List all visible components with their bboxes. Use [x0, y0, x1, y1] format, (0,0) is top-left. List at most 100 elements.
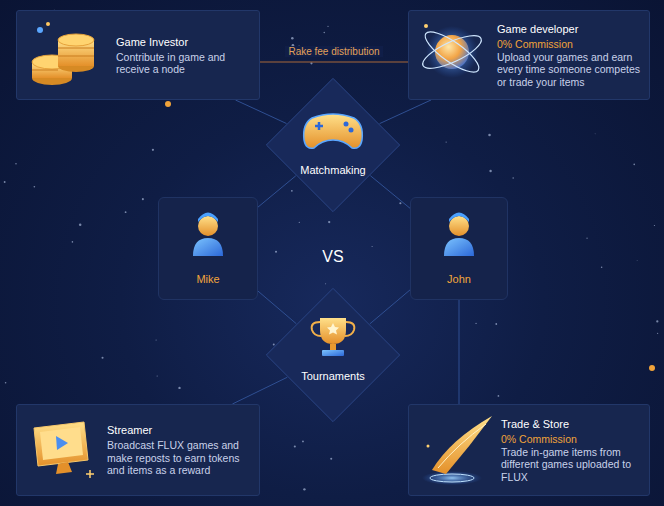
coin — [58, 60, 94, 72]
connector-line — [232, 377, 287, 404]
portal-ring — [430, 474, 474, 482]
connector-line — [260, 62, 408, 63]
streamer-card: StreamerBroadcast FLUX games and make re… — [16, 404, 260, 496]
orbit — [419, 29, 485, 74]
trophy-icon — [312, 318, 355, 356]
trophy-stem — [330, 344, 336, 350]
vs-label: VS — [322, 248, 343, 266]
cap-text: Matchmaking — [265, 163, 401, 177]
body-text: Broadcast FLUX games and make reposts to… — [107, 439, 251, 477]
tournaments-diamond: Tournaments — [265, 287, 401, 423]
monitor-screen — [34, 422, 88, 466]
star — [656, 320, 658, 322]
connector-line — [258, 291, 296, 324]
coin — [32, 55, 72, 69]
coin-stack — [32, 62, 72, 78]
button — [349, 128, 354, 133]
star — [446, 142, 447, 143]
portal — [422, 471, 482, 485]
body-text: Contribute in game and receive a node — [116, 51, 251, 76]
player-box: Mike — [158, 197, 258, 300]
trade-card: Trade & Store0% CommissionTrade in-game … — [408, 404, 650, 496]
star — [636, 259, 638, 261]
connector-line — [236, 100, 287, 124]
star — [633, 164, 635, 166]
coin — [58, 34, 94, 46]
dot — [165, 101, 171, 107]
star — [328, 221, 330, 223]
edge-label: Rake fee distribution — [285, 46, 382, 57]
star — [15, 163, 16, 164]
coin-stack — [58, 40, 94, 66]
dot — [649, 365, 655, 371]
sparkle — [86, 470, 94, 478]
text-column: StreamerBroadcast FLUX games and make re… — [107, 405, 251, 495]
head-text: Game Investor — [116, 35, 251, 49]
body-text: Trade in-game items from different games… — [501, 446, 641, 484]
dpad — [315, 122, 323, 130]
star — [654, 225, 655, 226]
monitor-panel — [40, 427, 83, 460]
star — [399, 202, 401, 204]
coin-edge — [32, 48, 94, 70]
coin — [32, 71, 72, 85]
star — [178, 387, 180, 389]
person-body — [193, 238, 223, 256]
star — [299, 222, 300, 223]
star — [475, 323, 476, 324]
caption-holder: John — [411, 272, 507, 286]
person-icon — [193, 213, 223, 257]
name-text: Mike — [159, 272, 257, 286]
sparkle — [427, 445, 430, 448]
person-body — [444, 238, 474, 256]
diamond-shape — [266, 288, 399, 421]
orb — [435, 35, 469, 69]
name-text: John — [411, 272, 507, 286]
star — [488, 134, 491, 137]
star — [489, 170, 491, 172]
star — [152, 149, 154, 151]
sparkle — [37, 27, 43, 33]
star — [102, 357, 104, 359]
atom-icon — [419, 24, 485, 79]
body-text: Upload your games and earn every time so… — [497, 51, 641, 89]
person-cap — [198, 213, 218, 223]
orbit — [420, 25, 484, 78]
head-text: Game developer — [497, 22, 641, 36]
head-text: Streamer — [107, 423, 251, 437]
sparkle — [46, 22, 50, 26]
monitor-stand — [56, 462, 72, 474]
feather-swoosh — [432, 416, 492, 474]
person-cap — [449, 213, 469, 223]
star — [4, 181, 6, 183]
person-head — [449, 216, 469, 236]
star — [72, 241, 74, 243]
star — [657, 333, 658, 334]
accent-text: 0% Commission — [497, 38, 641, 51]
star — [302, 440, 304, 442]
star — [594, 133, 596, 135]
connector-line — [370, 290, 410, 324]
sparkle — [424, 24, 428, 28]
cap-text: Tournaments — [265, 369, 401, 383]
text-column: Trade & Store0% CommissionTrade in-game … — [501, 405, 641, 495]
diamond-outline — [265, 77, 401, 213]
star — [142, 198, 144, 200]
star — [330, 458, 332, 460]
developer-card: Game developer 0% CommissionUpload your g… — [408, 10, 650, 100]
connector-line — [459, 300, 460, 404]
monitor-icon — [34, 422, 94, 478]
play-symbol — [56, 436, 68, 450]
matchmaking-diamond: Matchmaking — [265, 77, 401, 213]
connector-line — [380, 100, 431, 124]
person-head — [198, 216, 218, 236]
star — [495, 323, 497, 325]
star — [5, 382, 7, 384]
star — [324, 32, 325, 33]
gamepad-body — [304, 114, 363, 148]
button — [344, 122, 349, 127]
accent-text: 0% Commission — [501, 433, 641, 446]
gamepad-icon — [304, 114, 363, 148]
star — [325, 283, 326, 284]
glow — [426, 26, 478, 78]
